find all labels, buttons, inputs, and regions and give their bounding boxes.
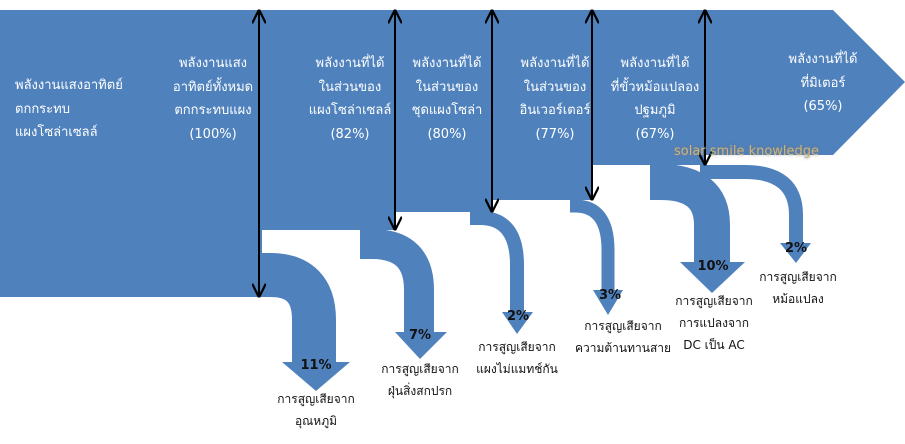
label-line: พลังงานที่ได้ (620, 56, 690, 71)
label-line: (82%) (330, 126, 370, 142)
label-line: แผงไม่แมทช์กัน (476, 362, 558, 376)
label-line: การสูญเสียจาก (381, 362, 459, 376)
loss-arrowhead-cable (593, 290, 623, 315)
label-line: พลังงานที่ได้ (315, 56, 385, 71)
stage-label-100: พลังงานแสง อาทิตย์ทั้งหมด ตกกระทบแผง (10… (173, 52, 253, 146)
label-line: ฝุ่นสิ่งสกปรก (387, 384, 453, 398)
label-line: (80%) (427, 126, 467, 142)
label-line: (67%) (635, 126, 675, 142)
loss-label-cable: การสูญเสียจาก ความต้านทานสาย (575, 315, 671, 359)
stage-label-82: พลังงานที่ได้ ในส่วนของ แผงโซล่าเซลล์ (8… (309, 52, 392, 146)
loss-flow-inverter (650, 164, 730, 264)
label-line: ที่ขั้วหม้อแปลอง (610, 79, 700, 95)
loss-percent-mismatch: 2% (506, 309, 530, 324)
label-line: การสูญเสียจาก (759, 270, 837, 284)
loss-flow-dirt (360, 229, 434, 334)
loss-flow-temperature (240, 253, 336, 364)
label-line: พลังงานที่ได้ (412, 56, 482, 71)
stage-label-65: พลังงานที่ได้ ที่มิเตอร์ (65%) (789, 48, 858, 119)
label-line: (77%) (535, 126, 575, 142)
label-line: ชุดแผงโซล่า (411, 103, 483, 118)
label-line: DC เป็น AC (683, 338, 745, 352)
stage-label-77: พลังงานที่ได้ ในส่วนของ อินเวอร์เตอร์ (7… (520, 52, 591, 146)
label-line: ความต้านทานสาย (574, 341, 672, 355)
label-line: การสูญเสียจาก (675, 294, 753, 308)
loss-label-transformer: การสูญเสียจาก หม้อแปลง (759, 266, 837, 310)
loss-flow-mismatch (470, 211, 524, 314)
loss-arrowhead-inverter (680, 262, 745, 293)
label-line: ในส่วนของ (523, 79, 587, 95)
label-line: การสูญเสียจาก (584, 319, 662, 333)
stage-label-incident: พลังงานแสงอาทิตย์ ตกกระทบ แผงโซล่าเซลล์ (15, 74, 123, 145)
main-energy-flow (0, 10, 905, 297)
label-line: การสูญเสียจาก (277, 392, 355, 406)
label-line: (65%) (803, 99, 843, 114)
label-line: การสูญเสียจาก (478, 340, 556, 354)
label-line: อาทิตย์ทั้งหมด (172, 79, 254, 95)
stage-label-67: พลังงานที่ได้ ที่ขั้วหม้อแปลอง ปฐมภูมิ (… (611, 52, 699, 146)
label-line: ในส่วนของ (415, 79, 479, 95)
label-line: พลังงานแสงอาทิตย์ (15, 78, 123, 93)
label-line: อุณหภูมิ (294, 414, 338, 428)
loss-arrowhead-temperature (282, 362, 350, 391)
label-line: พลังงานที่ได้ (788, 52, 858, 67)
label-line: อินเวอร์เตอร์ (519, 103, 591, 118)
loss-percent-cable: 3% (598, 288, 622, 303)
stage-label-80: พลังงานที่ได้ ในส่วนของ ชุดแผงโซล่า (80%… (412, 52, 483, 146)
loss-arrowhead-dirt (395, 332, 447, 359)
label-line: แผงโซล่าเซลล์ (308, 103, 392, 118)
label-line: ในส่วนของ (318, 79, 382, 95)
loss-flow-transformer (700, 165, 803, 245)
loss-flow-cable (570, 199, 615, 292)
loss-percent-dirt: 7% (408, 328, 432, 343)
label-line: การแปลงจาก (678, 316, 750, 330)
label-line: หม้อแปลง (772, 292, 824, 306)
loss-label-temperature: การสูญเสียจาก อุณหภูมิ (277, 388, 355, 432)
label-line: ตกกระทบแผง (174, 103, 252, 118)
label-line: พลังงานแสง (178, 56, 248, 71)
label-line: (100%) (189, 126, 237, 142)
label-line: ที่มิเตอร์ (800, 75, 846, 91)
loss-arrowhead-mismatch (502, 312, 533, 334)
loss-label-dirt: การสูญเสียจาก ฝุ่นสิ่งสกปรก (381, 358, 459, 402)
label-line: ตกกระทบ (15, 101, 70, 117)
loss-percent-transformer: 2% (784, 241, 808, 256)
loss-label-inverter: การสูญเสียจาก การแปลงจาก DC เป็น AC (675, 290, 753, 356)
label-line: พลังงานที่ได้ (520, 56, 590, 71)
loss-percent-temperature: 11% (300, 358, 332, 373)
loss-arrowhead-transformer (780, 243, 811, 263)
label-line: ปฐมภูมิ (634, 103, 676, 118)
loss-percent-inverter: 10% (697, 259, 729, 274)
watermark: solar smile knowledge (674, 144, 820, 159)
loss-label-mismatch: การสูญเสียจาก แผงไม่แมทช์กัน (476, 336, 558, 380)
label-line: แผงโซล่าเซลล์ (15, 125, 98, 140)
